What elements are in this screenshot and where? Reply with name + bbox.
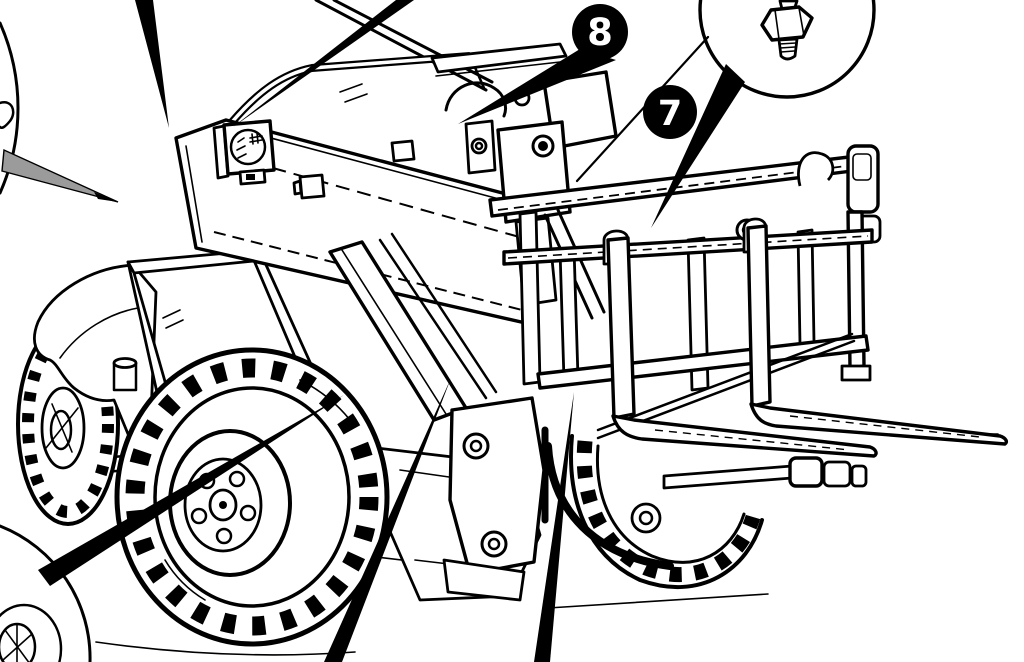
carriage-hook	[797, 151, 835, 187]
detail-cone-line	[575, 35, 710, 183]
far-fork	[742, 217, 1009, 446]
leader-top-center	[233, 0, 414, 127]
leader-callout-8	[458, 49, 616, 124]
callout-7: 7	[643, 85, 697, 139]
leader-bottom-b	[534, 392, 574, 662]
exhaust-cap	[112, 357, 138, 369]
pallet-forks	[602, 217, 1009, 458]
headlight	[212, 119, 276, 186]
leader-bottom-a	[324, 378, 451, 662]
fender	[33, 263, 158, 442]
callout-7-label: 7	[658, 94, 682, 134]
leader-to-headlight	[135, 0, 169, 128]
leader-bottom-left	[38, 395, 344, 586]
fork-carriage	[488, 144, 882, 490]
lift-linkage	[328, 232, 546, 602]
callout-8: 8	[572, 4, 628, 60]
near-fork	[602, 229, 878, 458]
grease-fitting-icon	[760, 0, 814, 61]
gray-pointer-wedge	[1, 148, 119, 203]
rear-left-wheel	[114, 347, 390, 647]
right-rear-wheel	[544, 434, 764, 590]
bottom-left-detail-circle	[0, 524, 92, 662]
boom	[174, 0, 546, 326]
top-left-detail-circle	[0, 21, 119, 203]
leader-callout-7	[651, 64, 745, 228]
leader-lines	[38, 0, 745, 662]
grease-fitting-detail-circle	[698, 0, 876, 99]
callout-8-label: 8	[587, 11, 613, 54]
